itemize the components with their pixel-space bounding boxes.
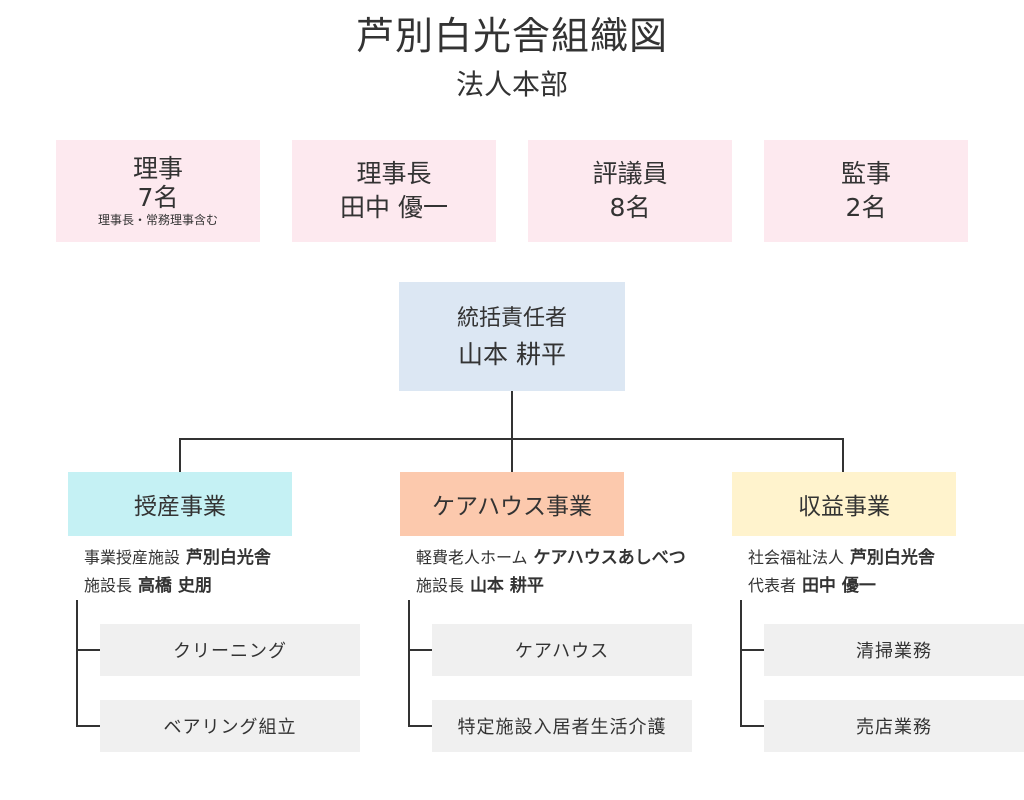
board-role: 評議員 — [592, 159, 668, 188]
leader-name: 田中 優一 — [801, 576, 876, 596]
branch-line — [408, 600, 410, 727]
board-box-chairman: 理事長 田中 優一 — [292, 140, 496, 242]
connector-to-division-3 — [842, 438, 844, 472]
branch-line — [740, 600, 742, 727]
board-name: 田中 優一 — [340, 193, 448, 222]
facility-name: 芦別白光舎 — [849, 548, 935, 568]
division-name: 収益事業 — [798, 494, 890, 520]
facility-type: 社会福祉法人 — [748, 548, 845, 567]
unit-label: ケアハウス — [514, 641, 610, 662]
board-role: 理事 — [132, 154, 183, 183]
unit-box: ケアハウス — [432, 624, 692, 676]
unit-label: ベアリング組立 — [163, 717, 297, 738]
board-box-auditors: 監事 2名 — [764, 140, 968, 242]
unit-label: クリーニング — [173, 641, 287, 662]
unit-box: ベアリング組立 — [100, 700, 360, 752]
unit-box: 清掃業務 — [764, 624, 1024, 676]
branch-tick — [76, 725, 100, 727]
facility-type: 事業授産施設 — [84, 548, 181, 567]
board-count: 7名 — [137, 183, 179, 212]
board-count: 2名 — [845, 193, 887, 222]
branch-tick — [408, 649, 432, 651]
branch-tick — [740, 725, 764, 727]
facility-type: 軽費老人ホーム — [416, 548, 528, 567]
chart-subtitle: 法人本部 — [455, 68, 568, 101]
board-role: 理事長 — [356, 159, 432, 188]
unit-box: クリーニング — [100, 624, 360, 676]
board-box-councilors: 評議員 8名 — [528, 140, 732, 242]
connector-to-division-1 — [179, 438, 181, 472]
leader-title: 代表者 — [748, 576, 797, 595]
division-box-carehouse: ケアハウス事業 — [400, 472, 624, 536]
connector-head-down — [511, 391, 513, 439]
branch-tick — [408, 725, 432, 727]
division-name: 授産事業 — [134, 494, 226, 520]
branch-tick — [740, 649, 764, 651]
leader-name: 山本 耕平 — [469, 576, 544, 596]
division-info: 社会福祉法人 芦別白光舎 代表者 田中 優一 — [748, 544, 935, 600]
unit-label: 特定施設入居者生活介護 — [457, 717, 667, 738]
board-box-directors: 理事 7名 理事長・常務理事含む — [56, 140, 260, 242]
division-info: 事業授産施設 芦別白光舎 施設長 高橋 史朋 — [84, 544, 271, 600]
leader-title: 施設長 — [84, 576, 133, 595]
unit-box: 売店業務 — [764, 700, 1024, 752]
head-name: 山本 耕平 — [458, 339, 566, 369]
facility-name: 芦別白光舎 — [185, 548, 271, 568]
board-note: 理事長・常務理事含む — [97, 213, 218, 227]
chart-title: 芦別白光舎組織図 — [355, 14, 668, 58]
connector-to-division-2 — [511, 438, 513, 472]
unit-box: 特定施設入居者生活介護 — [432, 700, 692, 752]
facility-name: ケアハウスあしべつ — [533, 548, 686, 568]
leader-title: 施設長 — [416, 576, 465, 595]
board-role: 監事 — [840, 159, 891, 188]
board-count: 8名 — [609, 193, 651, 222]
division-box-revenue: 収益事業 — [732, 472, 956, 536]
leader-name: 高橋 史朋 — [137, 576, 212, 596]
unit-label: 清掃業務 — [856, 641, 932, 662]
division-name: ケアハウス事業 — [431, 494, 593, 520]
division-info: 軽費老人ホーム ケアハウスあしべつ 施設長 山本 耕平 — [416, 544, 686, 600]
head-box: 統括責任者 山本 耕平 — [399, 282, 625, 391]
branch-tick — [76, 649, 100, 651]
head-role: 統括責任者 — [456, 305, 567, 331]
division-box-jusan: 授産事業 — [68, 472, 292, 536]
unit-label: 売店業務 — [856, 717, 932, 738]
branch-line — [76, 600, 78, 727]
